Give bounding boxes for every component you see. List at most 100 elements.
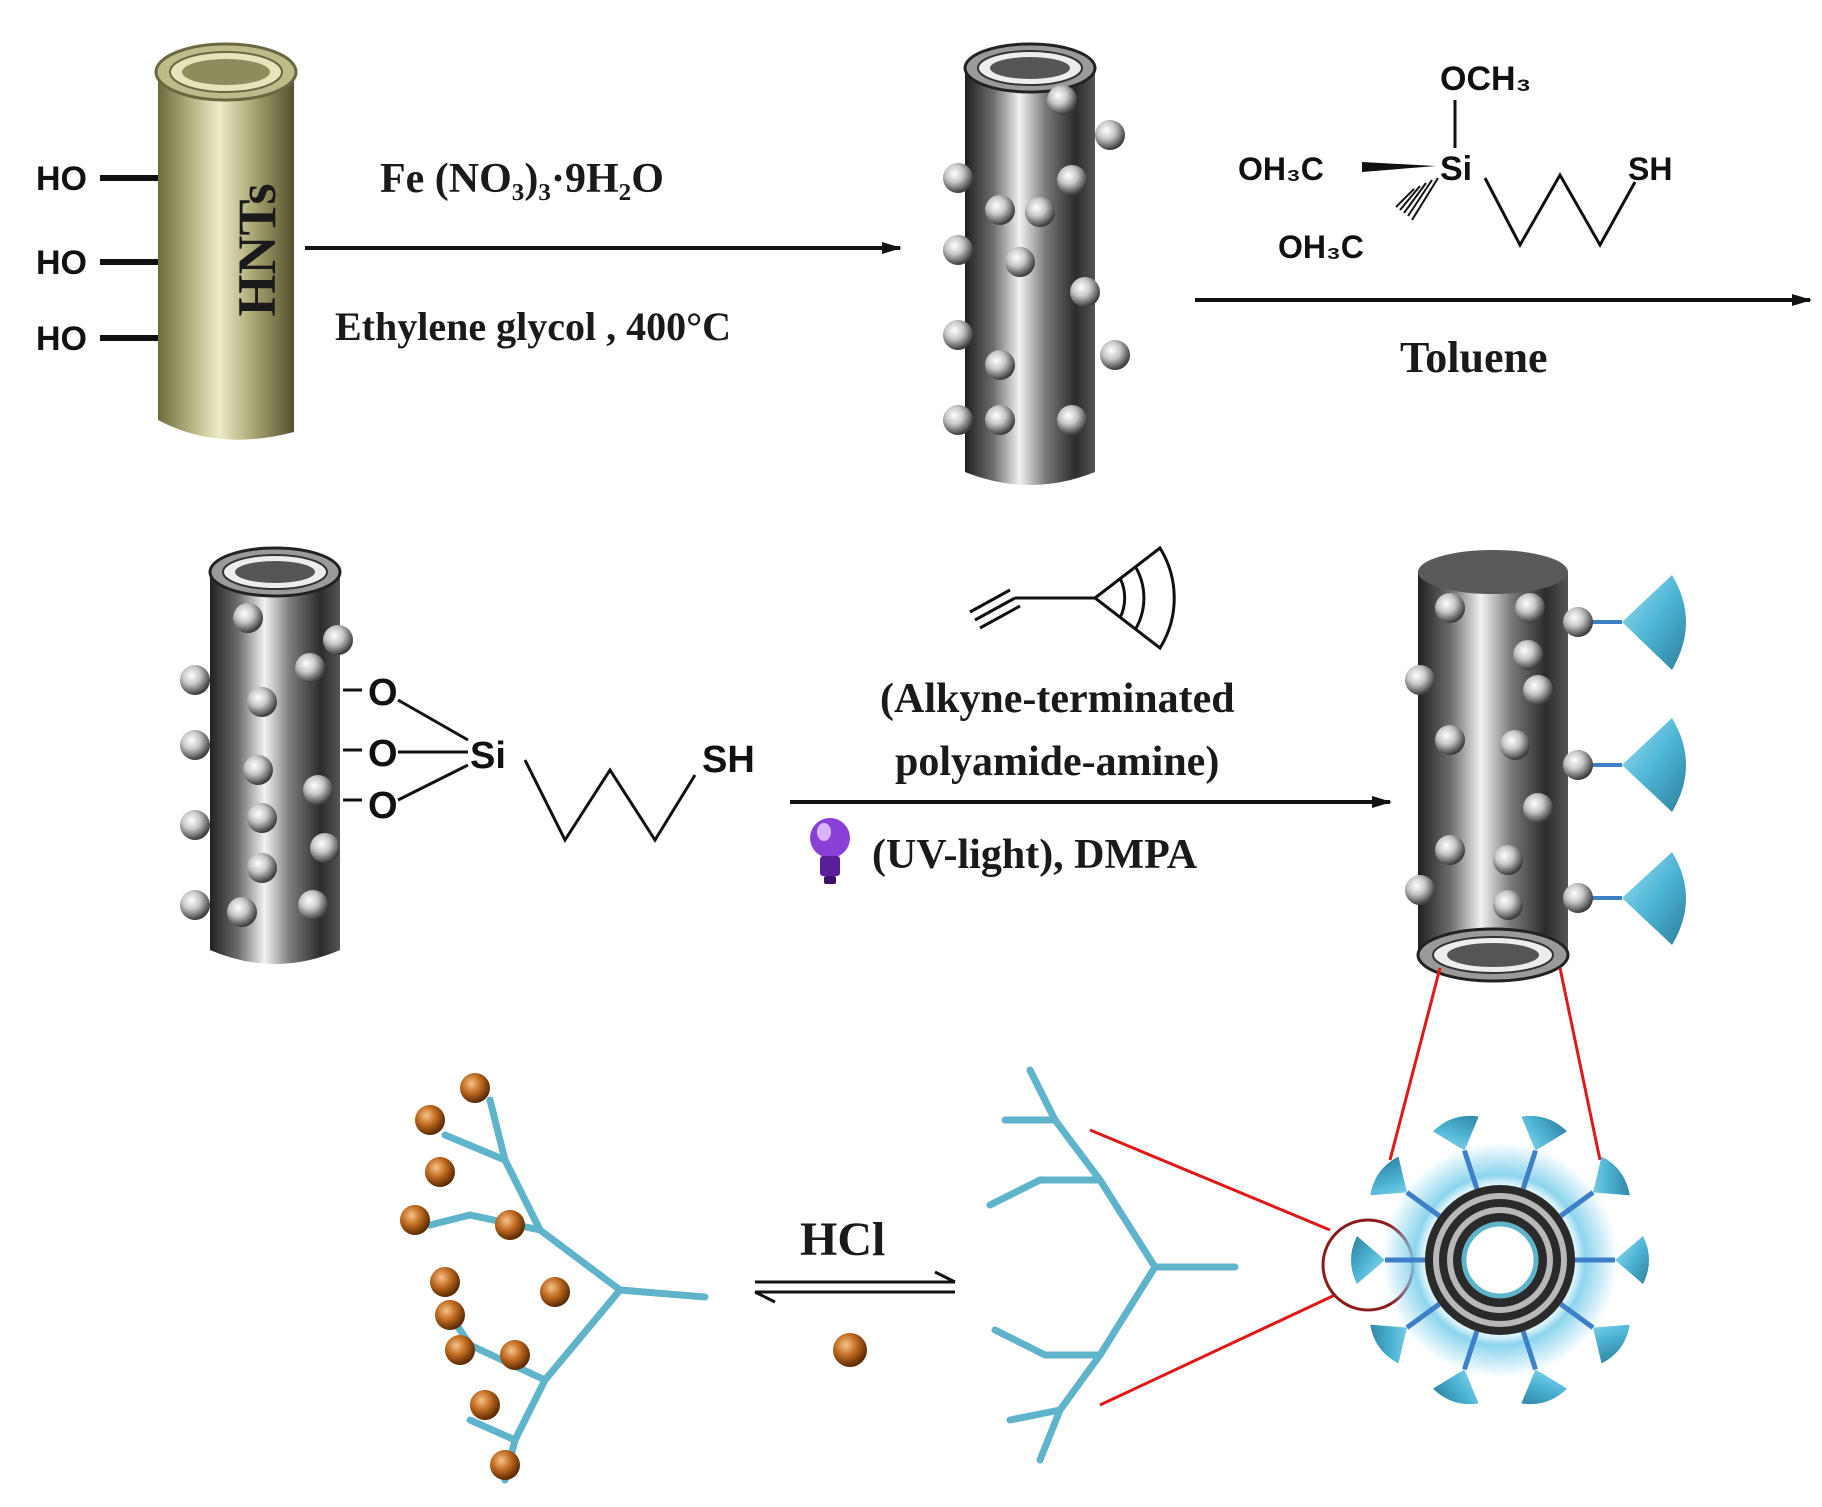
fe3o4-sphere — [1493, 890, 1523, 920]
linker-line — [1405, 1302, 1441, 1330]
fe3o4-sphere — [1095, 120, 1125, 150]
mptms-structure — [1362, 100, 1637, 249]
fe3o4-sphere — [227, 897, 257, 927]
fe3o4-sphere — [1005, 247, 1035, 277]
copper-sphere — [415, 1105, 445, 1135]
fe3o4-sphere — [1405, 665, 1435, 695]
dendrimer-branch-icon — [986, 1066, 1239, 1464]
fe3o4-sphere — [1100, 340, 1130, 370]
o-label-2: O — [368, 733, 398, 775]
fe3o4-sphere — [1500, 730, 1530, 760]
linker-line — [1559, 1190, 1595, 1218]
copper-nanoparticles — [400, 1073, 570, 1480]
hnt-tube — [100, 42, 298, 440]
fe3o4-sphere — [1563, 883, 1593, 913]
fe3o4-sphere — [1493, 845, 1523, 875]
fe3o4-nanoparticles-2 — [180, 603, 353, 927]
fe3o4-sphere — [323, 625, 353, 655]
fe3o4-sphere — [1563, 750, 1593, 780]
dendron-petal — [1615, 1236, 1649, 1284]
ho-label-1: HO — [36, 160, 87, 198]
fe3o4-sphere — [943, 163, 973, 193]
copper-sphere — [425, 1157, 455, 1187]
hnt-label: HNTs — [227, 183, 287, 316]
fe3o4-sphere — [180, 810, 210, 840]
fe3o4-sphere — [247, 803, 277, 833]
o-label-1: O — [368, 672, 398, 714]
step3-reagent-line1: (Alkyne-terminated — [880, 676, 1235, 722]
fe3o4-sphere — [1047, 85, 1077, 115]
fe3o4-sphere — [1057, 405, 1087, 435]
si-label-mid: Si — [470, 735, 506, 777]
step4-reagent: HCl — [800, 1213, 885, 1266]
fe3o4-sphere — [1523, 793, 1553, 823]
linker-line — [1520, 1149, 1538, 1190]
equilibrium-arrows — [754, 1270, 956, 1304]
step2-solvent: Toluene — [1400, 333, 1548, 382]
fe3o4-sphere — [243, 755, 273, 785]
fe3o4-sphere — [180, 730, 210, 760]
fe3o4-sphere — [303, 775, 333, 805]
fe3o4-sphere — [1057, 165, 1087, 195]
copper-sphere — [495, 1210, 525, 1240]
linker-line — [1559, 1302, 1595, 1330]
dendron-petal — [1370, 1156, 1407, 1196]
fe3o4-sphere — [180, 890, 210, 920]
fe3o4-sphere — [1435, 593, 1465, 623]
step1-reagent: Fe (NO₃)₃·9H₂O — [380, 156, 664, 202]
dendron-petal — [1351, 1236, 1385, 1284]
fe3o4-sphere — [943, 320, 973, 350]
dendron-petal — [1370, 1324, 1407, 1364]
fe3o4-sphere — [295, 653, 325, 683]
step3-reagent-line2: polyamide-amine) — [895, 739, 1219, 785]
fe3o4-sphere — [180, 665, 210, 695]
copper-sphere — [430, 1267, 460, 1297]
fe3o4-sphere — [943, 405, 973, 435]
cross-section-icon — [1351, 1115, 1649, 1405]
dendron-petal — [1432, 1369, 1479, 1405]
dendron-petal — [1432, 1115, 1479, 1151]
fe3o4-sphere — [943, 235, 973, 265]
oh3c-top-label: OH₃C — [1238, 151, 1324, 187]
dendron-petal — [1521, 1369, 1568, 1405]
si-label-top: Si — [1440, 150, 1472, 188]
copper-sphere — [540, 1277, 570, 1307]
fe3o4-sphere — [985, 405, 1015, 435]
copper-sphere — [490, 1450, 520, 1480]
copper-sphere — [460, 1073, 490, 1103]
dendron-petal — [1593, 1156, 1630, 1196]
oh3c-bottom-label: OH₃C — [1278, 229, 1364, 265]
fe3o4-sphere — [247, 687, 277, 717]
zoom-lines — [1089, 967, 1602, 1407]
sh-label-top: SH — [1628, 151, 1672, 187]
fe3o4-sphere — [247, 853, 277, 883]
sh-label-mid: SH — [702, 739, 755, 781]
linker-line — [1520, 1330, 1538, 1371]
fe3o4-sphere — [1070, 277, 1100, 307]
copper-sphere — [470, 1390, 500, 1420]
step1-conditions: Ethylene glycol , 400°C — [335, 304, 731, 349]
copper-sphere — [500, 1340, 530, 1370]
o-label-3: O — [368, 785, 398, 827]
dendron-petal — [1593, 1324, 1630, 1364]
copper-sphere — [435, 1300, 465, 1330]
fe3o4-sphere — [1513, 640, 1543, 670]
thiol-hnt-tube — [208, 546, 697, 964]
copper-sphere — [445, 1335, 475, 1365]
linker-line — [1462, 1330, 1480, 1371]
linker-line — [1462, 1149, 1480, 1190]
fe3o4-sphere — [1563, 607, 1593, 637]
ho-label-3: HO — [36, 320, 87, 358]
dendron-petal — [1521, 1115, 1568, 1151]
fe3o4-nanoparticles-3 — [1405, 593, 1593, 920]
alkyne-dendron-icon — [969, 545, 1176, 651]
copper-sphere — [400, 1205, 430, 1235]
linker-line — [1405, 1190, 1441, 1218]
fe3o4-sphere — [1435, 725, 1465, 755]
step3-conditions: (UV-light), DMPA — [872, 832, 1198, 878]
fe3o4-nanoparticles — [943, 85, 1130, 435]
fe3o4-sphere — [1523, 675, 1553, 705]
fe3o4-sphere — [233, 603, 263, 633]
fe3o4-sphere — [298, 890, 328, 920]
